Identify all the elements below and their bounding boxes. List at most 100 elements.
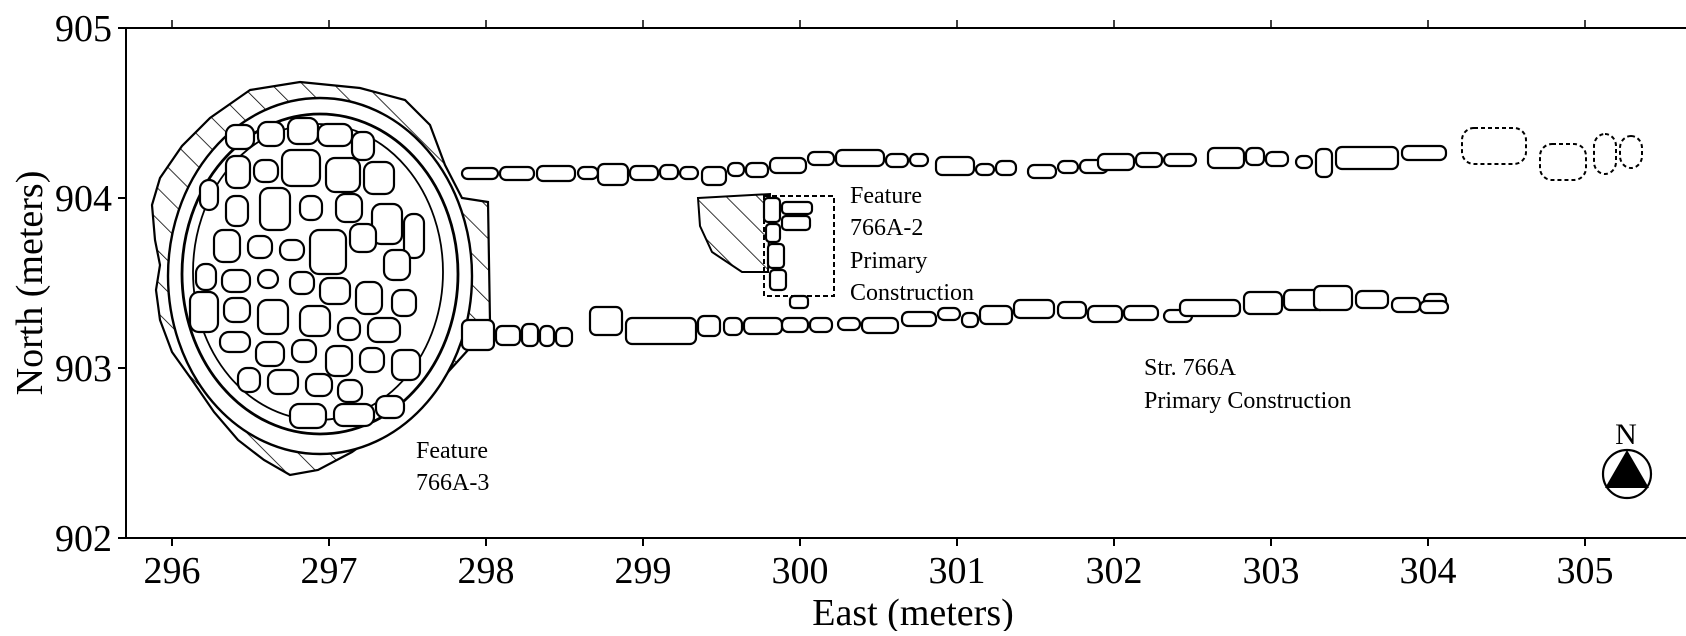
feature-766a3-drawing	[150, 80, 492, 477]
wall-stone	[808, 316, 834, 334]
feature-stone	[278, 238, 306, 262]
north-arrow-icon: N	[1601, 418, 1653, 500]
feature-stone	[258, 186, 292, 232]
x-tick-label: 297	[301, 550, 358, 592]
feature-stone	[370, 202, 404, 246]
wall-stone	[1354, 289, 1390, 310]
feature-stone	[402, 212, 426, 260]
wall-stone	[908, 152, 930, 168]
feature-stone	[290, 338, 318, 364]
feature-stone	[788, 294, 810, 310]
wall-stone	[628, 164, 660, 182]
wall-stone	[1026, 163, 1058, 180]
north-wall-stones	[460, 127, 1643, 187]
dashed-wall-stone	[1539, 143, 1587, 181]
x-tick-label: 304	[1400, 550, 1457, 592]
wall-stone	[1390, 296, 1422, 314]
label-feature-766a3-line-2: 766A-3	[416, 470, 489, 496]
feature-stone	[780, 214, 812, 232]
feature-stone	[308, 228, 348, 276]
label-feature-766a2-line-4: Construction	[850, 280, 974, 306]
dashed-wall-stone	[1593, 133, 1617, 175]
wall-stone	[1264, 150, 1290, 168]
feature-stone	[304, 372, 334, 398]
label-structure-766a: Str. 766A Primary Construction	[1144, 355, 1351, 414]
label-structure-line-2: Primary Construction	[1144, 388, 1351, 414]
feature-stone	[218, 330, 252, 354]
feature-stone	[318, 276, 352, 306]
wall-stone	[535, 164, 577, 183]
wall-stone	[1134, 151, 1164, 169]
feature-stone	[762, 196, 782, 224]
feature-stone	[224, 194, 250, 228]
wall-stone	[696, 314, 722, 338]
wall-stone	[700, 165, 728, 187]
y-tick-label: 903	[55, 348, 112, 390]
feature-stone	[390, 348, 422, 382]
feature-stone	[256, 298, 290, 336]
wall-stone	[960, 311, 980, 329]
wall-stone	[1122, 304, 1160, 322]
wall-stone	[900, 310, 938, 328]
feature-stone	[298, 304, 332, 338]
north-arrow-label: N	[1615, 418, 1637, 451]
wall-stone	[678, 165, 700, 181]
wall-stone	[1096, 152, 1136, 172]
label-feature-766a2-line-1: Feature	[850, 183, 922, 209]
feature-stone	[316, 122, 354, 148]
plan-drawing	[150, 80, 1643, 477]
y-tick-label: 905	[55, 8, 112, 50]
x-tick-label: 301	[929, 550, 986, 592]
feature-stone	[362, 160, 396, 196]
wall-stone	[1056, 159, 1080, 175]
feature-stone	[768, 268, 788, 292]
y-tick-label: 902	[55, 518, 112, 560]
feature-stone	[256, 120, 286, 148]
x-tick-label: 298	[458, 550, 515, 592]
feature-stone	[382, 248, 412, 282]
feature-stone	[358, 346, 386, 374]
wall-stone	[624, 316, 698, 346]
wall-stone	[860, 316, 900, 335]
wall-stone	[494, 324, 522, 347]
label-feature-766a3: Feature 766A-3	[416, 438, 489, 496]
wall-stone	[1178, 298, 1242, 318]
feature-stone	[336, 316, 362, 342]
x-tick-label: 300	[772, 550, 829, 592]
wall-stone	[768, 156, 808, 175]
wall-stone	[1334, 145, 1400, 171]
wall-stone	[576, 165, 600, 181]
feature-stone	[390, 288, 418, 318]
feature-stone	[212, 228, 242, 264]
wall-stone	[1400, 144, 1448, 162]
y-axis-title: North (meters)	[9, 171, 51, 396]
wall-stone	[1162, 152, 1198, 168]
wall-stone	[460, 318, 496, 352]
wall-stone	[588, 305, 624, 337]
y-ticks: 905 904 903 902	[55, 8, 126, 560]
feature-stone	[222, 296, 252, 324]
wall-stone	[744, 161, 770, 179]
feature-stone	[194, 262, 218, 292]
label-feature-766a2: Feature 766A-2 Primary Construction	[850, 183, 974, 306]
wall-stone	[498, 165, 536, 182]
x-tick-label: 299	[615, 550, 672, 592]
feature-stone	[246, 234, 274, 260]
y-tick-label: 904	[55, 178, 112, 220]
feature-stone	[254, 340, 286, 368]
dashed-wall-stone	[1461, 127, 1527, 165]
feature-stone	[298, 194, 324, 222]
wall-stone	[1244, 146, 1266, 167]
feature-stone	[350, 130, 376, 162]
feature-stone	[252, 158, 280, 184]
wall-stone	[1012, 298, 1056, 320]
x-tick-label: 296	[144, 550, 201, 592]
south-wall-stones	[460, 284, 1450, 352]
wall-stone	[836, 316, 862, 332]
feature-stone	[766, 242, 786, 270]
feature-stone	[324, 156, 362, 194]
wall-stone	[1314, 147, 1334, 179]
